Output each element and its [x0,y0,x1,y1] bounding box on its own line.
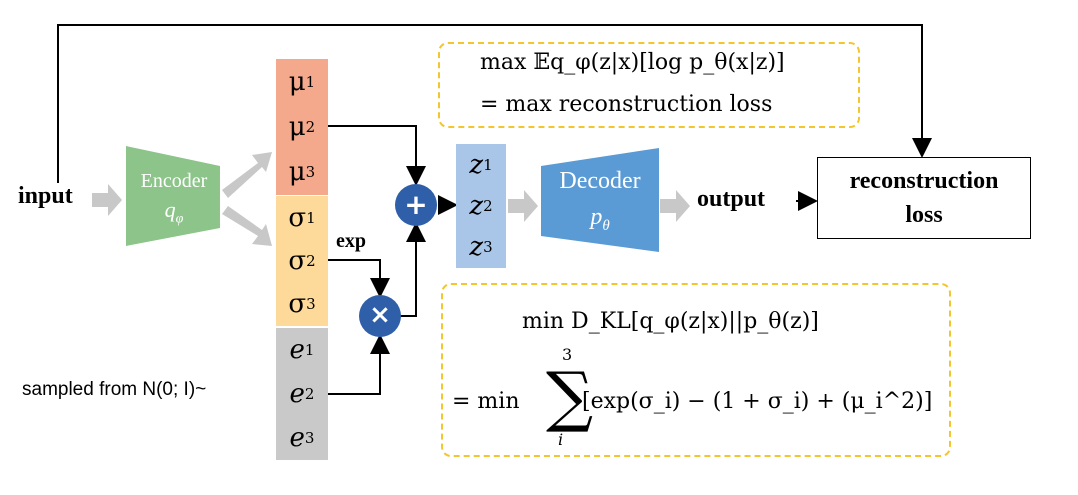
encoder-to-mu-arrow [222,152,272,198]
kl-formula-body: [exp(σ_i) − (1 + σ_i) + (μ_i^2)] [582,389,933,414]
encoder-shape [126,146,220,246]
exp-label: exp [336,230,366,252]
decoder-to-output-arrow [660,190,690,222]
decoder-symbol: pθ [590,204,610,234]
reconstruction-loss-box: reconstruction loss [817,157,1031,239]
input-to-recon-wire [57,24,932,183]
e-to-times-wire [328,334,390,395]
decoder-label: Decoder [559,168,641,194]
input-label: input [18,183,73,209]
sampled-label: sampled from N(0; I)~ [22,379,207,400]
kl-formula-line1: min D_KL[q_φ(z|x)||p_θ(z)] [522,309,819,334]
decoder-shape [541,148,659,252]
z-to-decoder-arrow [508,190,538,222]
encoder-symbol: qφ [164,197,184,227]
mu-to-plus-wire [328,125,426,186]
summation-upper-limit: 3 [562,345,573,364]
summation-lower-index: i [558,430,564,449]
reconstruction-formula-line2: = max reconstruction loss [480,92,773,117]
output-label: output [697,186,766,212]
recon-line2: loss [905,202,943,228]
times-node [359,295,401,337]
recon-line1: reconstruction [849,168,999,194]
times-to-plus-wire [400,222,426,317]
plus-symbol: + [404,188,428,221]
summation-sign: ∑ [546,358,594,435]
kl-formula-box [441,283,951,457]
encoder-to-sigma-arrow [222,206,272,246]
times-symbol: × [369,300,391,330]
plus-node [395,184,437,226]
input-arrow [92,184,122,216]
reconstruction-formula-box [438,42,860,128]
kl-formula-prefix: = min [452,389,520,414]
encoder-label: Encoder [140,170,208,192]
sigma-to-times-wire [328,259,390,298]
reconstruction-formula-line1: max 𝔼q_φ(z|x)[log p_θ(x|z)] [480,50,785,75]
